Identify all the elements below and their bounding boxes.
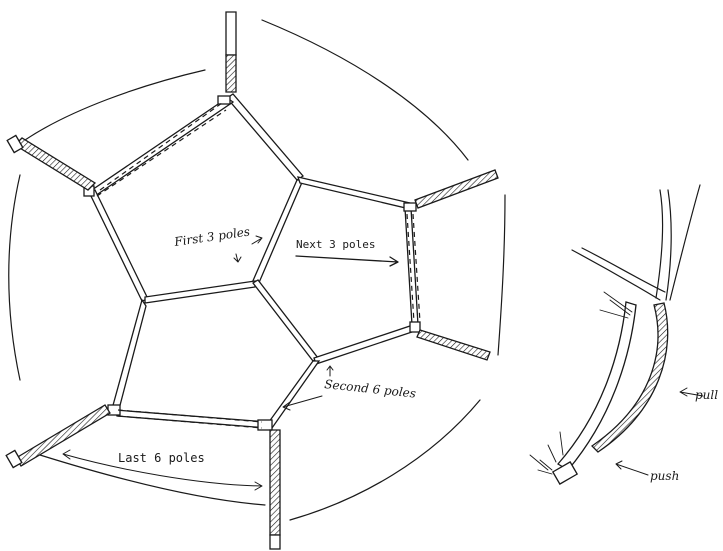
pole-left-bottom [112, 300, 146, 413]
joints [84, 96, 420, 430]
pole-left-hatched [15, 138, 95, 190]
central-pentagon-poles [89, 94, 418, 428]
pole-left [89, 190, 148, 301]
label-pull: pull [695, 388, 718, 402]
pole-center-top [145, 281, 255, 303]
dome-outline [9, 20, 505, 520]
pole-right-low-hatched [417, 330, 490, 360]
label-last-poles: Last 6 poles [118, 451, 205, 465]
pole-to-right [298, 177, 410, 209]
arrow-next [296, 256, 398, 266]
annotations: First 3 poles Next 3 poles Second 6 pole… [63, 225, 417, 490]
pole-right-vertical [405, 208, 418, 325]
pole-bottom-right-diag [314, 324, 418, 364]
pole-bottom-hatched [270, 430, 280, 535]
joint-right-low [410, 322, 420, 332]
arrow-first-b [234, 254, 241, 262]
detail-motion-marks [530, 432, 563, 474]
dashed-top-left-a [100, 103, 222, 190]
joint-right [404, 203, 416, 211]
joint-top [218, 96, 230, 104]
detail-curve-a [572, 250, 660, 300]
label-second-poles: Second 6 poles [324, 377, 417, 401]
pole-bottom-cap [270, 535, 280, 549]
pole-top-hatched [226, 55, 236, 92]
pole-bottom-left-hatched [16, 405, 110, 466]
detail-upright-b [666, 190, 671, 300]
pole-left-cap [7, 135, 23, 152]
dashed-edges [97, 103, 420, 428]
pole-top-right [227, 94, 303, 180]
pole-bottom [115, 410, 268, 428]
label-push: push [650, 469, 679, 483]
detail-pole-cap [553, 462, 577, 484]
arrow-first-a [252, 236, 262, 244]
detail-curve-b [582, 248, 665, 292]
dashed-top-left-b [97, 110, 226, 196]
pole-top-plain [226, 12, 236, 55]
detail-upright-a [656, 190, 663, 298]
label-first-poles: First 3 poles [172, 225, 250, 250]
pole-detail-inset: pull push [530, 185, 718, 484]
joint-bottom [258, 420, 272, 430]
arrow-second-up [327, 366, 333, 376]
label-next-poles: Next 3 poles [296, 238, 375, 251]
pole-center-right [253, 280, 318, 361]
arrow-push [616, 461, 648, 475]
pole-bottom-right-down [266, 361, 319, 428]
pole-right-hatched [415, 170, 498, 208]
pole-right-mid [252, 180, 303, 285]
detail-upright-c [670, 185, 700, 300]
pole-bottom-left-cap [6, 450, 22, 467]
outer-hatched-poles [6, 12, 498, 549]
